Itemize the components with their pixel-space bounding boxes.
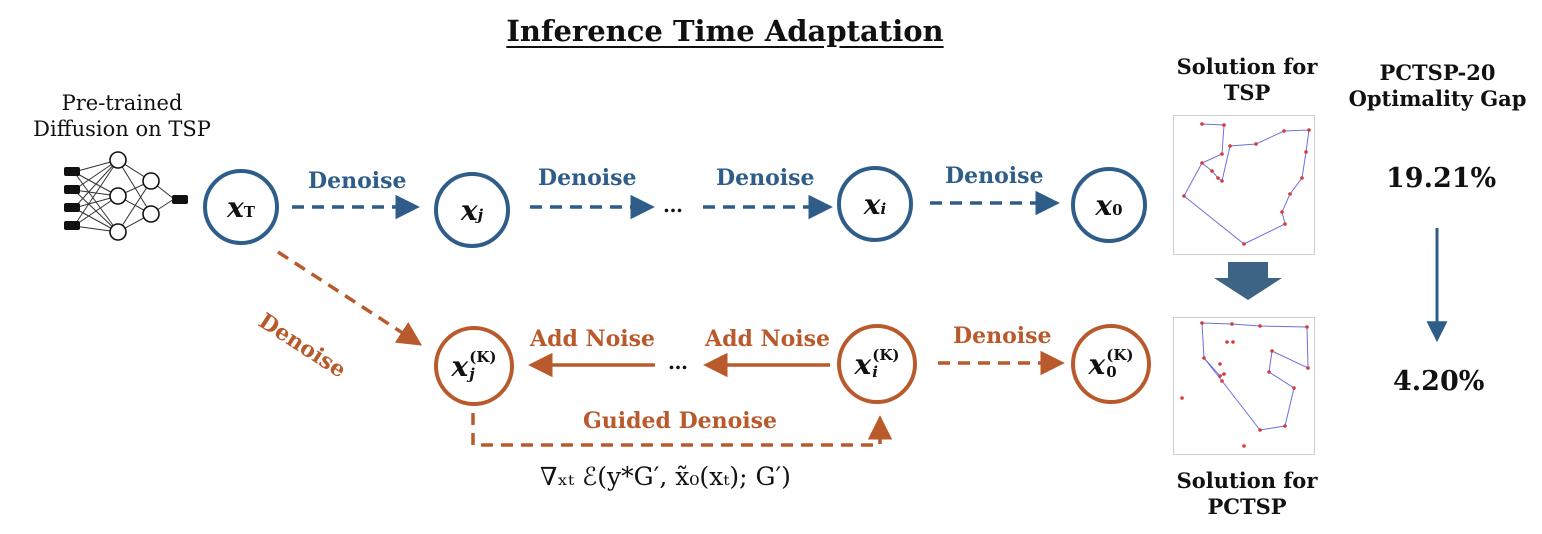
arrow-xT-to-xjK bbox=[277, 250, 423, 346]
down-arrow-icon bbox=[1214, 262, 1282, 300]
solution-pctsp-plot bbox=[1173, 317, 1315, 455]
metric-before: 19.21% bbox=[1386, 163, 1497, 194]
ellipsis-bottom: … bbox=[668, 350, 688, 374]
label-add-noise-2: Add Noise bbox=[705, 326, 831, 352]
pretrained-model-label: Pre-trained Diffusion on TSP bbox=[12, 90, 232, 142]
node-x0K: x (K)0 bbox=[1071, 324, 1151, 404]
guidance-formula: ∇ₓₜ ℰ(y*G′, x̃₀(xₜ); G′) bbox=[540, 462, 791, 491]
label-add-noise-1: Add Noise bbox=[530, 326, 656, 352]
label-denoise-3: Denoise bbox=[716, 165, 815, 191]
ellipsis-top: … bbox=[663, 193, 683, 217]
label-denoise-1: Denoise bbox=[308, 168, 407, 194]
pretrained-line1: Pre-trained bbox=[61, 91, 183, 115]
pretrained-line2: Diffusion on TSP bbox=[33, 117, 211, 141]
label-guided-denoise: Guided Denoise bbox=[583, 408, 778, 434]
label-denoise-bottom: Denoise bbox=[953, 323, 1052, 349]
label-denoise-4: Denoise bbox=[945, 163, 1044, 189]
node-xiK: x (K)i bbox=[837, 324, 917, 404]
neural-network-icon bbox=[64, 151, 188, 241]
metric-heading: PCTSP-20 Optimality Gap bbox=[1348, 60, 1527, 111]
diagram-title: Inference Time Adaptation bbox=[506, 14, 944, 48]
solution-tsp-plot bbox=[1173, 115, 1315, 255]
label-denoise-2: Denoise bbox=[538, 165, 637, 191]
metric-after: 4.20% bbox=[1393, 366, 1485, 397]
solution-tsp-heading: Solution for TSP bbox=[1176, 54, 1318, 105]
arrow-guided-denoise bbox=[471, 413, 893, 447]
solution-pctsp-heading: Solution for PCTSP bbox=[1176, 468, 1318, 519]
node-xjK: x (K)j bbox=[434, 326, 514, 406]
